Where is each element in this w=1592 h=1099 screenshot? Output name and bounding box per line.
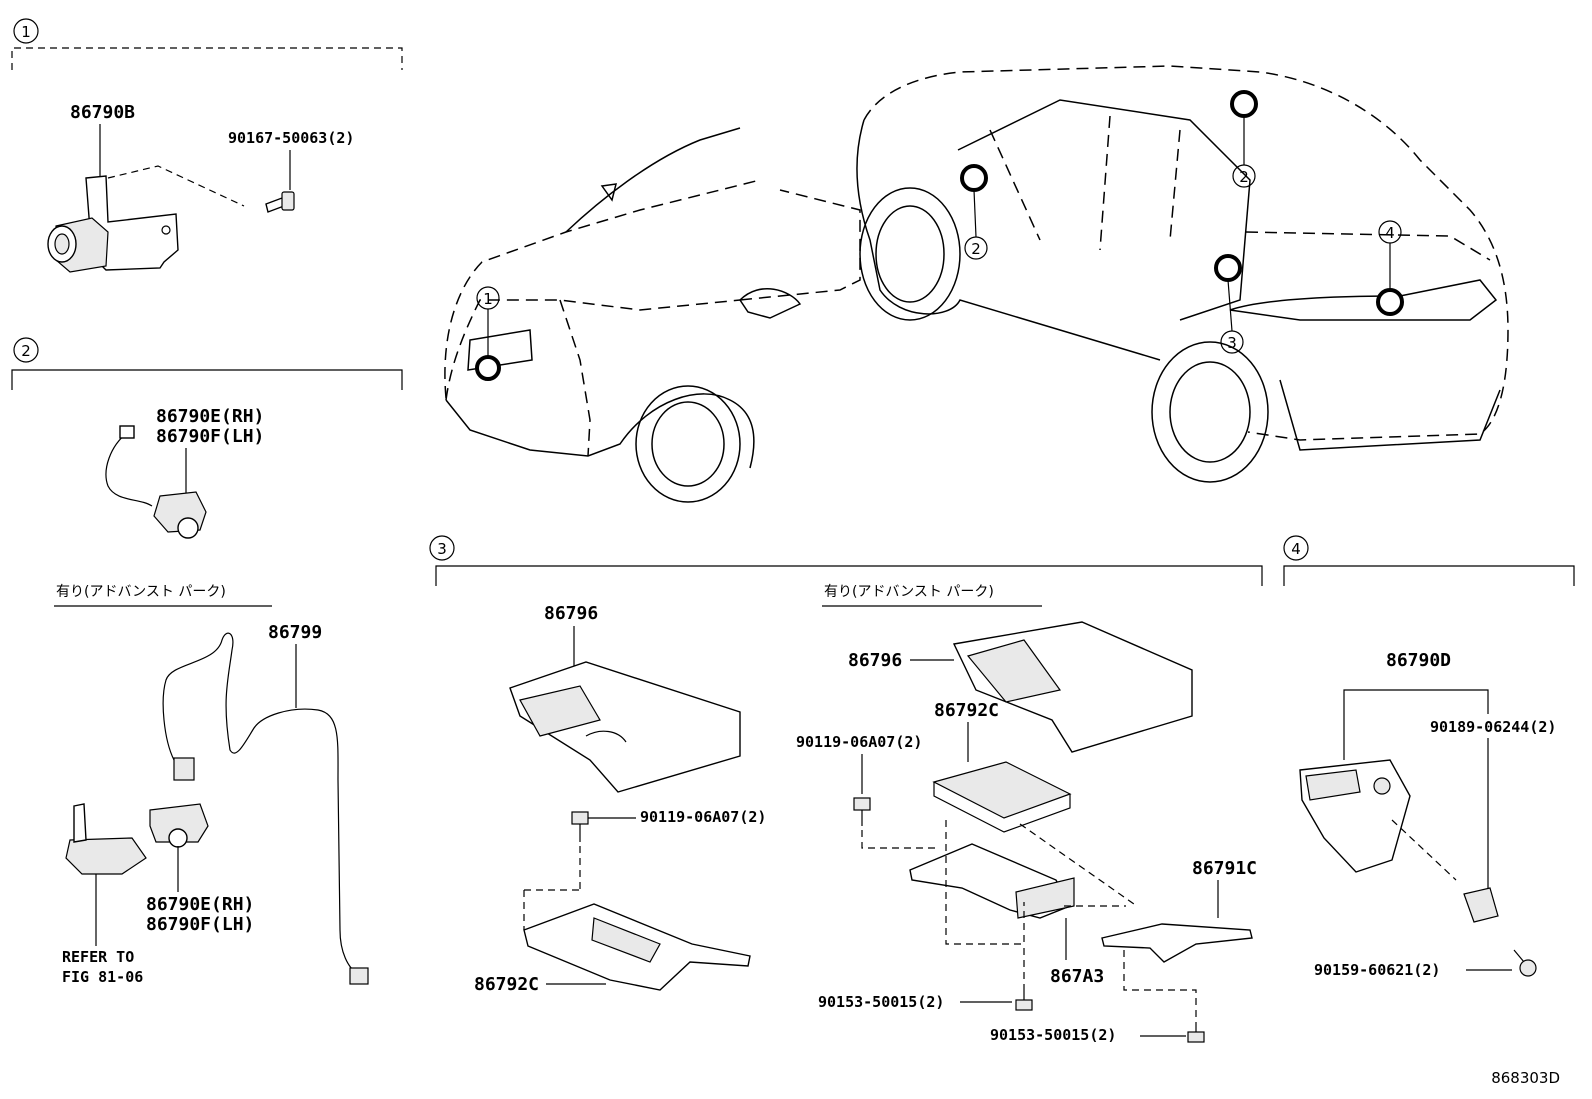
label-90159-60621: 90159-60621(2) bbox=[1314, 961, 1440, 979]
label-86790B: 86790B bbox=[70, 102, 135, 123]
location-marker-2a bbox=[1230, 90, 1258, 118]
svg-text:2: 2 bbox=[971, 240, 981, 258]
location-marker-3 bbox=[1214, 254, 1242, 282]
front-car-illustration: 1 bbox=[444, 127, 861, 503]
label-86792C-a: 86792C bbox=[474, 974, 539, 995]
bolt-90153-b bbox=[1187, 1024, 1205, 1043]
ecu-cover-86796-b bbox=[952, 621, 1193, 753]
ecu-module bbox=[932, 761, 1072, 833]
label-90167-50063: 90167-50063(2) bbox=[228, 129, 354, 147]
label-86791C: 86791C bbox=[1192, 858, 1257, 879]
label-86790E-bottom: 86790E(RH) bbox=[146, 894, 254, 915]
section-4-marker bbox=[1283, 535, 1309, 561]
bolt-90153-a bbox=[1015, 990, 1033, 1011]
location-marker-4 bbox=[1376, 288, 1404, 316]
section-3: 3 86796 90119-06A07(2) 86792C 有り(アドバンスト … bbox=[429, 535, 1263, 1044]
svg-text:3: 3 bbox=[1227, 334, 1237, 352]
location-marker-2b bbox=[960, 164, 988, 192]
section-3-marker bbox=[429, 535, 455, 561]
section-2-bracket bbox=[11, 369, 403, 390]
refer-to-text: REFER TO bbox=[62, 948, 134, 966]
screw-90167 bbox=[265, 191, 295, 213]
section-4-bracket bbox=[1283, 565, 1575, 586]
section-2-number: 2 bbox=[21, 342, 31, 360]
label-86790E-top: 86790E(RH) bbox=[156, 406, 264, 427]
section-1: 1 86790B 90167-50063(2) bbox=[11, 18, 403, 273]
label-86799: 86799 bbox=[268, 622, 322, 643]
ecu-cover-86796-a bbox=[509, 661, 741, 793]
section-3-bracket bbox=[435, 565, 1263, 586]
note-advanced-park-left: 有り(アドバンスト パーク) bbox=[56, 584, 226, 600]
section-2-marker bbox=[13, 337, 39, 363]
section-1-number: 1 bbox=[21, 23, 31, 41]
svg-text:2: 2 bbox=[1239, 168, 1249, 186]
screw-90159 bbox=[1513, 949, 1537, 977]
label-90153-50015-b: 90153-50015(2) bbox=[990, 1026, 1116, 1044]
svg-text:3: 3 bbox=[437, 540, 447, 558]
label-86796-a: 86796 bbox=[544, 603, 598, 624]
clip-90189 bbox=[1463, 887, 1499, 923]
rear-camera-86790D bbox=[1299, 759, 1411, 873]
label-86790F-top: 86790F(LH) bbox=[156, 426, 264, 447]
svg-text:4: 4 bbox=[1385, 224, 1395, 242]
connector-86799-a bbox=[173, 757, 195, 781]
location-marker-front-camera bbox=[475, 355, 501, 381]
label-867A3: 867A3 bbox=[1050, 966, 1104, 987]
side-camera-86790EF-bottom: 86790E(RH) 86790F(LH) bbox=[146, 803, 254, 935]
label-90189-06244: 90189-06244(2) bbox=[1430, 718, 1556, 736]
label-86790F-bottom: 86790F(LH) bbox=[146, 914, 254, 935]
label-86796-b: 86796 bbox=[848, 650, 902, 671]
section-1-bracket bbox=[11, 47, 403, 70]
ecu-bracket-86792C-a bbox=[523, 903, 751, 991]
label-90153-50015-a: 90153-50015(2) bbox=[818, 993, 944, 1011]
dashed-guide-1 bbox=[107, 165, 245, 207]
svg-text:1: 1 bbox=[483, 290, 493, 308]
harness-86799: 86799 bbox=[162, 622, 369, 985]
refer-fig-text: FIG 81-06 bbox=[62, 968, 143, 986]
mirror-camera-ref: REFER TO FIG 81-06 bbox=[62, 803, 147, 986]
note-advanced-park-mid: 有り(アドバンスト パーク) bbox=[824, 584, 994, 600]
rear-car-illustration: 2 2 3 4 bbox=[856, 65, 1509, 483]
section-4: 4 86790D 90189-06244(2) 90159-60621(2) bbox=[1283, 535, 1575, 979]
figure-id: 868303D bbox=[1491, 1069, 1560, 1087]
section-2: 2 86790E(RH) 86790F(LH) bbox=[11, 337, 403, 539]
connector-86799-b bbox=[349, 967, 369, 985]
side-camera-86790EF bbox=[105, 425, 207, 539]
ecu-bracket-86792C-b bbox=[909, 843, 1075, 919]
label-86792C-b: 86792C bbox=[934, 700, 999, 721]
front-camera-86790B bbox=[47, 175, 179, 273]
bracket-86791C bbox=[1101, 923, 1253, 963]
label-90119-06A07-a: 90119-06A07(2) bbox=[640, 808, 766, 826]
bolt-90119-a bbox=[571, 811, 589, 842]
bolt-90119-b bbox=[853, 797, 871, 826]
svg-text:4: 4 bbox=[1291, 540, 1301, 558]
section-1-marker bbox=[13, 18, 39, 44]
label-90119-06A07-b: 90119-06A07(2) bbox=[796, 733, 922, 751]
label-86790D: 86790D bbox=[1386, 650, 1451, 671]
